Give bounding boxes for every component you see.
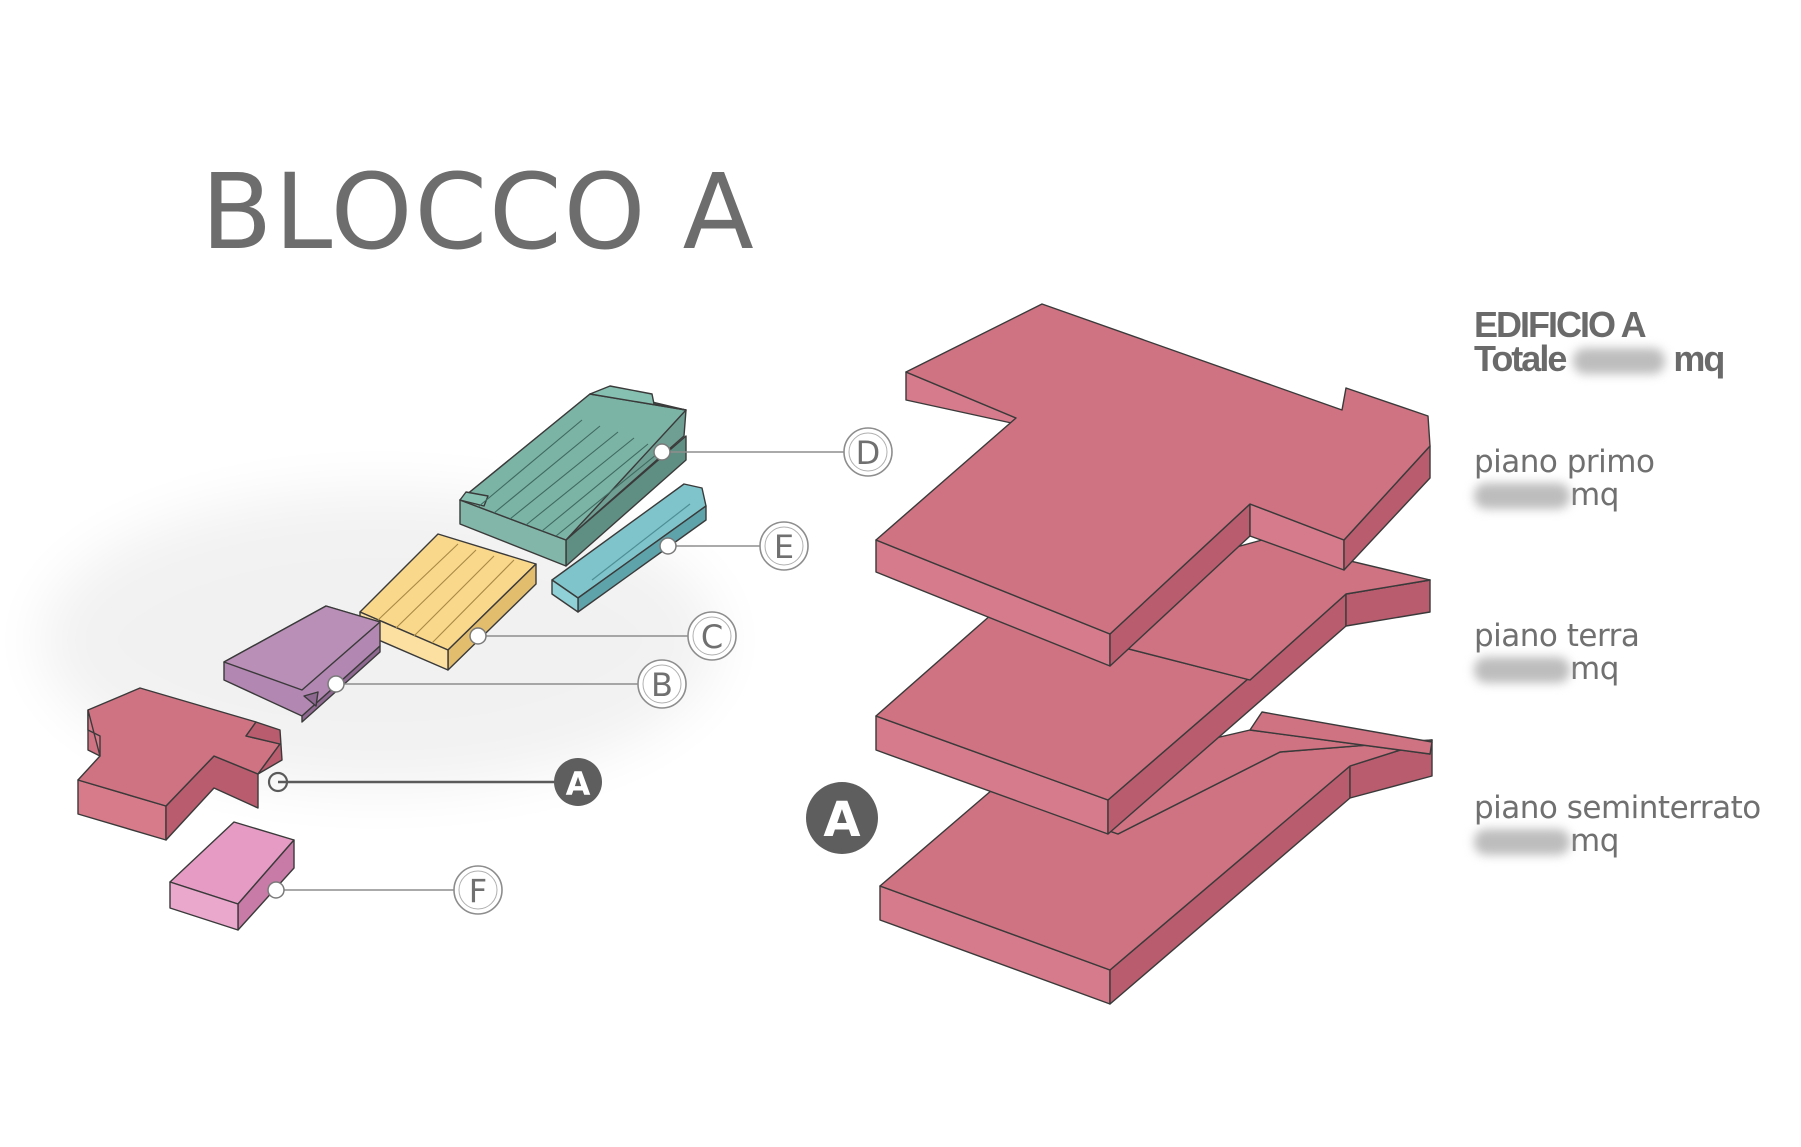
summary-total: Totale mq xyxy=(1474,338,1725,379)
callout-f: F xyxy=(453,865,503,915)
leader-lines xyxy=(267,443,846,899)
callout-d-label: D xyxy=(856,434,881,472)
callout-b-label: B xyxy=(651,666,673,704)
summary-total-unit: mq xyxy=(1673,338,1725,379)
page-title: BLOCCO A xyxy=(201,151,756,273)
block-c xyxy=(359,533,537,671)
callout-f-label: F xyxy=(469,872,487,910)
block-b xyxy=(223,605,381,723)
summary-heading: EDIFICIO A xyxy=(1474,304,1647,345)
floor-piano-terra: piano terra mq xyxy=(1474,618,1640,687)
floor-name: piano terra xyxy=(1474,618,1640,654)
floor-piano-seminterrato: piano seminterrato mq xyxy=(1474,792,1761,857)
floor-unit: mq xyxy=(1570,476,1619,513)
floor-piano-primo: piano primo mq xyxy=(1474,444,1655,513)
callout-a-label: A xyxy=(566,765,591,803)
callout-c: C xyxy=(687,611,737,661)
blurred-value xyxy=(1474,483,1570,510)
floor-name: piano seminterrato xyxy=(1474,790,1761,826)
summary-total-prefix: Totale xyxy=(1474,338,1567,379)
callout-a: A xyxy=(554,758,602,806)
callout-b: B xyxy=(637,659,687,709)
slab-piano-terra xyxy=(875,539,1431,835)
floor-unit: mq xyxy=(1570,822,1619,859)
callout-e: E xyxy=(759,521,809,571)
block-d xyxy=(459,385,687,567)
floor-name: piano primo xyxy=(1474,444,1655,480)
block-e xyxy=(551,483,707,613)
callout-e-label: E xyxy=(774,528,794,566)
callout-d: D xyxy=(843,427,893,477)
block-a-small xyxy=(77,687,283,841)
slab-piano-primo xyxy=(875,303,1431,667)
block-f xyxy=(169,821,295,931)
slab-piano-seminterrato xyxy=(879,711,1433,1005)
blurred-value xyxy=(1573,348,1666,375)
edificio-a-badge: A xyxy=(806,782,878,854)
blurred-value xyxy=(1474,657,1570,684)
floor-unit: mq xyxy=(1570,650,1619,687)
callout-c-label: C xyxy=(701,618,723,656)
edificio-a-badge-label: A xyxy=(823,792,860,848)
blurred-value xyxy=(1474,829,1570,856)
